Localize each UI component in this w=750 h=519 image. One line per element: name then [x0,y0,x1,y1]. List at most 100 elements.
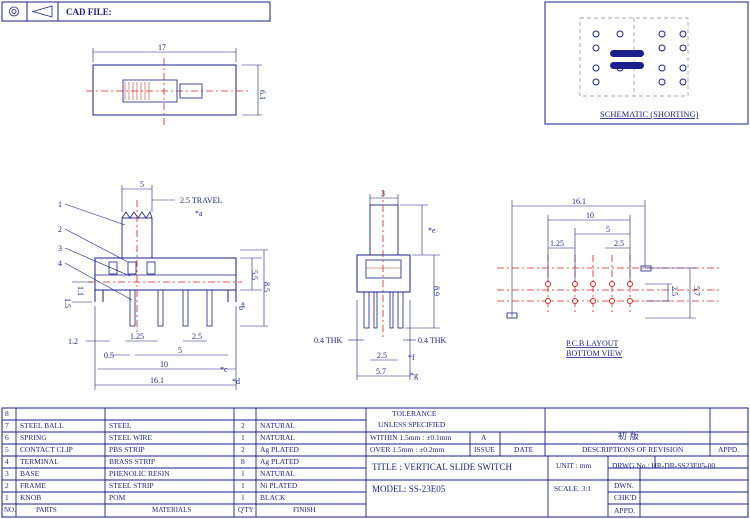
bom-cell-part: STEEL BALL [20,421,64,430]
bom-cell-finish: Ag PLATED [260,445,299,454]
bom-cell-qty: 2 [241,421,245,430]
dim-5-5: 5.5 [250,270,259,280]
bom-cell-qty: 8 [241,457,245,466]
bom-header-qty: Q'TY [238,506,254,514]
bom-cell-no: 1 [5,493,9,502]
pcb-caption: P.C.B LAYOUT [566,339,618,348]
front-view: 17 6.1 [86,43,267,125]
bom-header-no: NO. [4,506,16,514]
bom-cell-material: STEEL [109,421,132,430]
end-view: 3 *e 8.9 0.4 THK 0.4 THK 2.5 *f 5.7 *g [314,189,447,380]
pcb-dim-5: 5 [606,225,610,234]
unit-text: UNIT : mm [556,461,592,470]
pcb-dim-10: 10 [586,211,594,220]
drawn-label: DWN. [614,481,634,490]
bom-cell-no: 5 [5,445,9,454]
pcb-caption-view: BOTTOM VIEW [566,349,623,358]
dim-10-side: 10 [160,360,168,369]
mark-c: *c [220,365,228,374]
side-view: 5 2.5 TRAVEL *a 1 2 3 4 5.5 8.5 *b 1.5 1… [58,180,271,390]
mark-e: *e [428,226,436,235]
bom-cell-qty: 2 [241,445,245,454]
bom-cell-material: PBS STRIP [109,445,145,454]
bom-cell-finish: Ni PLATED [260,481,298,490]
mark-b: *b [237,302,246,310]
bom-cell-no: 6 [5,433,9,442]
bom-cell-qty: 1 [241,433,245,442]
dim-6-1: 6.1 [258,90,267,100]
scale-text: SCALE: 3:1 [554,484,592,493]
dim-1-2: 1.2 [68,337,78,346]
dim-5-7-end: 5.7 [376,367,386,376]
balloon-3: 3 [58,244,62,253]
checked-label: CHK'D [614,493,637,502]
drawing-number: DRWG No.: HR-DR-SS23E05-00 [612,461,716,470]
bom-cell-qty: 1 [241,469,245,478]
bom-cell-material: STEEL WIRE [109,433,153,442]
dim-8-5: 8.5 [262,282,271,292]
pcb-layout: 16.1 10 5 1.25 2.5 2.5 5.7 P.C.B LAYOUT … [497,197,720,358]
mark-g: *g [410,371,418,380]
balloon-4: 4 [58,259,62,268]
dim-16-1-side: 16.1 [150,376,164,385]
schematic-caption: SCHEMATIC (SHORTING) [600,109,699,119]
tolerance-title: TOLERANCE [392,409,437,418]
bom-cell-part: CONTACT CLIP [20,445,73,454]
bom-cell-material: BRASS STRIP [109,457,156,466]
bom-cell-part: BASE [20,469,40,478]
mark-a: *a [195,209,203,218]
dim-2-5-side: 2.5 [192,332,202,341]
tolerance-within: WITHIN 1.5mm : ±0.1mm [370,433,452,442]
model-text: MODEL: SS-23E05 [372,484,446,494]
dim-3: 3 [381,189,385,198]
bom-header-part: PARTS [36,506,57,514]
mark-d: *d [232,377,240,386]
header-box: CAD FILE: [1,1,271,22]
bom-cell-finish: NATURAL [260,469,295,478]
schematic-box: SCHEMATIC (SHORTING) [544,1,749,125]
revision-description-label: DESCRIPTIONS OF REVISION [582,445,684,454]
bom-cell-qty: 1 [241,493,245,502]
bom-cell-finish: Ag PLATED [260,457,299,466]
bom-cell-material: STEEL STRIP [109,481,154,490]
bom-header-finish: FINISH [293,506,316,514]
cad-file-label: CAD FILE: [66,7,112,17]
part-balloons: 1 2 3 4 [58,200,133,301]
bom-cell-no: 2 [5,481,9,490]
balloon-1: 1 [58,200,62,209]
bom-cell-finish: BLACK [260,493,286,502]
pcb-dim-5-7: 5.7 [692,286,701,296]
bom-cell-part: KNOB [20,493,42,502]
dim-1-5: 1.5 [63,298,72,308]
schematic-contacts [592,30,687,86]
tolerance-subtitle: UNLESS SPECIFIED [378,420,446,429]
thk-left: 0.4 THK [314,336,343,345]
bom-cell-no: 3 [5,469,9,478]
bom-cell-part: TERMINAL [20,457,59,466]
date-label: DATE [514,445,534,454]
title-block-frame [1,407,749,518]
pcb-dim-2-5-v: 2.5 [670,286,679,296]
bom-cell-qty: 1 [241,481,245,490]
pcb-dim-2-5: 2.5 [614,239,624,248]
balloon-2: 2 [58,225,62,234]
dim-1-25: 1.25 [130,332,144,341]
issue-label: ISSUE [474,445,495,454]
approved-label: APPD. [614,506,636,515]
travel-label: 2.5 TRAVEL [180,196,222,205]
bom-cell-part: SPRING [20,433,47,442]
pcb-holes [545,281,633,304]
dim-17: 17 [158,43,166,52]
dim-5-knob: 5 [140,180,144,189]
bom-cell-no: 4 [5,457,9,466]
bom-cell-finish: NATURAL [260,433,295,442]
bom-cell-part: FRAME [20,481,46,490]
pcb-dim-1-25: 1.25 [550,239,564,248]
dim-5-pins: 5 [178,346,182,355]
dim-8-9: 8.9 [432,286,441,296]
thk-right: 0.4 THK [418,336,447,345]
bom-header-material: MATERIALS [152,506,192,514]
dim-0-5: 0.5 [104,351,114,360]
bom-cell-material: PHENOLIC RESIN [109,469,170,478]
pcb-dim-16-1: 16.1 [572,197,586,206]
